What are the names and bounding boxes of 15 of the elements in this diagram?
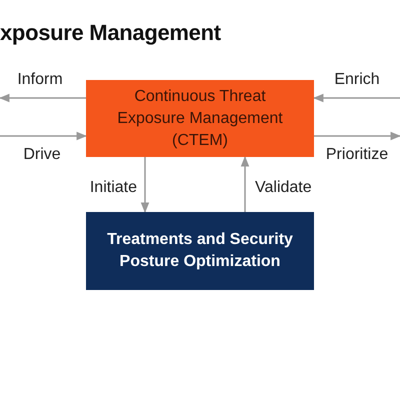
edge-label: Inform [17,71,63,89]
arrow [0,132,88,140]
process-box: Continuous Threat Exposure Management (CTEM) [86,80,314,157]
arrow [140,157,150,214]
edge-label: Prioritize [326,146,388,164]
edge-label: Validate [255,179,312,197]
edge-label: Enrich [334,71,380,89]
title: xposure Management [0,20,221,46]
arrow [312,94,400,102]
arrow [0,94,86,102]
arrow [240,156,250,212]
process-box: Treatments and Security Posture Optimization [86,212,314,290]
edge-label: Drive [23,146,61,164]
edge-label: Initiate [90,179,137,197]
arrow [314,132,400,140]
